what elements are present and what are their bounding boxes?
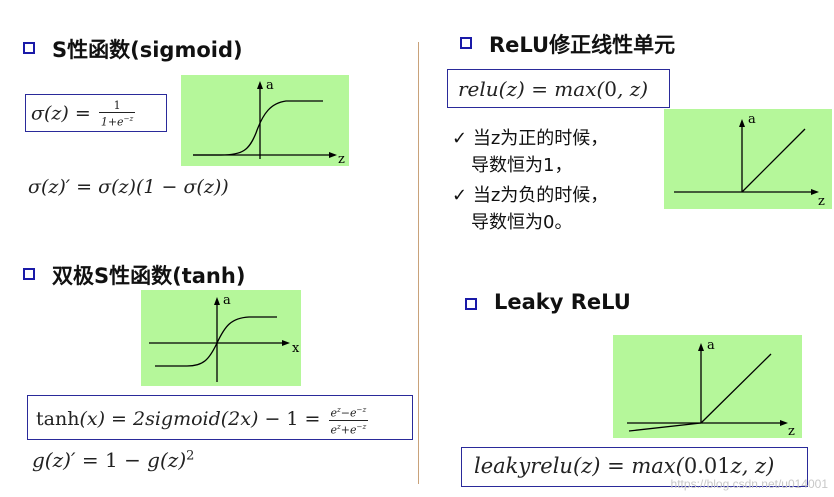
leaky-formula-box: leakyrelu(z) = max(0.01z, z) <box>461 447 808 487</box>
relu-x-arrow <box>811 189 819 195</box>
tanh-x-arrow <box>282 340 290 346</box>
leaky-formula: leakyrelu(z) = max(0.01z, z) <box>474 454 775 478</box>
sigmoid-x-arrow <box>329 152 337 158</box>
leaky-x-label: z <box>788 424 795 438</box>
leaky-y-arrow <box>698 343 704 351</box>
tanh-derivative: g(z)′ = 1 − g(z)2 <box>32 448 195 472</box>
relu-note-1: ✓ 当z为正的时候， <box>452 128 609 149</box>
leaky-negative-line <box>628 422 702 432</box>
tanh-graph: a x <box>141 290 301 386</box>
leaky-positive-line <box>700 353 772 424</box>
relu-x-label: z <box>818 194 825 209</box>
sigmoid-title: S性函数(sigmoid) <box>52 38 243 62</box>
relu-graph-svg: a z <box>674 112 825 209</box>
relu-y-label: a <box>748 112 756 127</box>
relu-note-2-line2: 导数恒为0。 <box>471 212 573 233</box>
check-icon: ✓ <box>452 185 468 206</box>
bullet-icon <box>23 42 35 54</box>
sigmoid-y-arrow <box>257 81 263 89</box>
check-icon: ✓ <box>452 128 468 149</box>
leaky-graph-svg: a z <box>627 338 795 438</box>
leaky-y-label: a <box>707 338 715 353</box>
sigmoid-y-label: a <box>266 78 274 93</box>
tanh-title: 双极S性函数(tanh) <box>52 264 246 288</box>
leaky-x-arrow <box>780 420 788 426</box>
column-divider <box>418 42 419 484</box>
tanh-graph-svg: a x <box>149 293 300 382</box>
relu-formula-box: relu(z) = max(0, z) <box>447 69 670 108</box>
relu-note-1-line2: 导数恒为1， <box>471 155 573 176</box>
leaky-graph: a z <box>613 335 802 438</box>
bullet-icon <box>460 37 472 49</box>
relu-curve <box>741 128 806 193</box>
watermark: https://blog.csdn.net/u014001 <box>670 477 828 491</box>
tanh-y-label: a <box>223 293 231 308</box>
sigmoid-derivative: σ(z)′ = σ(z)(1 − σ(z)) <box>28 176 229 198</box>
tanh-y-arrow <box>214 297 220 305</box>
leaky-title: Leaky ReLU <box>494 290 631 314</box>
sigmoid-curve <box>193 100 323 156</box>
sigmoid-graph: a z <box>181 75 349 166</box>
relu-y-arrow <box>739 119 745 127</box>
sigmoid-x-label: z <box>338 152 345 166</box>
bullet-icon <box>23 268 35 280</box>
relu-note-2: ✓ 当z为负的时候， <box>452 185 609 206</box>
relu-graph: a z <box>664 109 832 209</box>
tanh-curve <box>155 316 277 367</box>
tanh-x-label: x <box>292 341 300 356</box>
sigmoid-graph-svg: a z <box>193 78 345 166</box>
relu-formula: relu(z) = max(0, z) <box>458 77 649 101</box>
relu-title: ReLU修正线性单元 <box>489 33 676 57</box>
bullet-icon <box>465 298 477 310</box>
